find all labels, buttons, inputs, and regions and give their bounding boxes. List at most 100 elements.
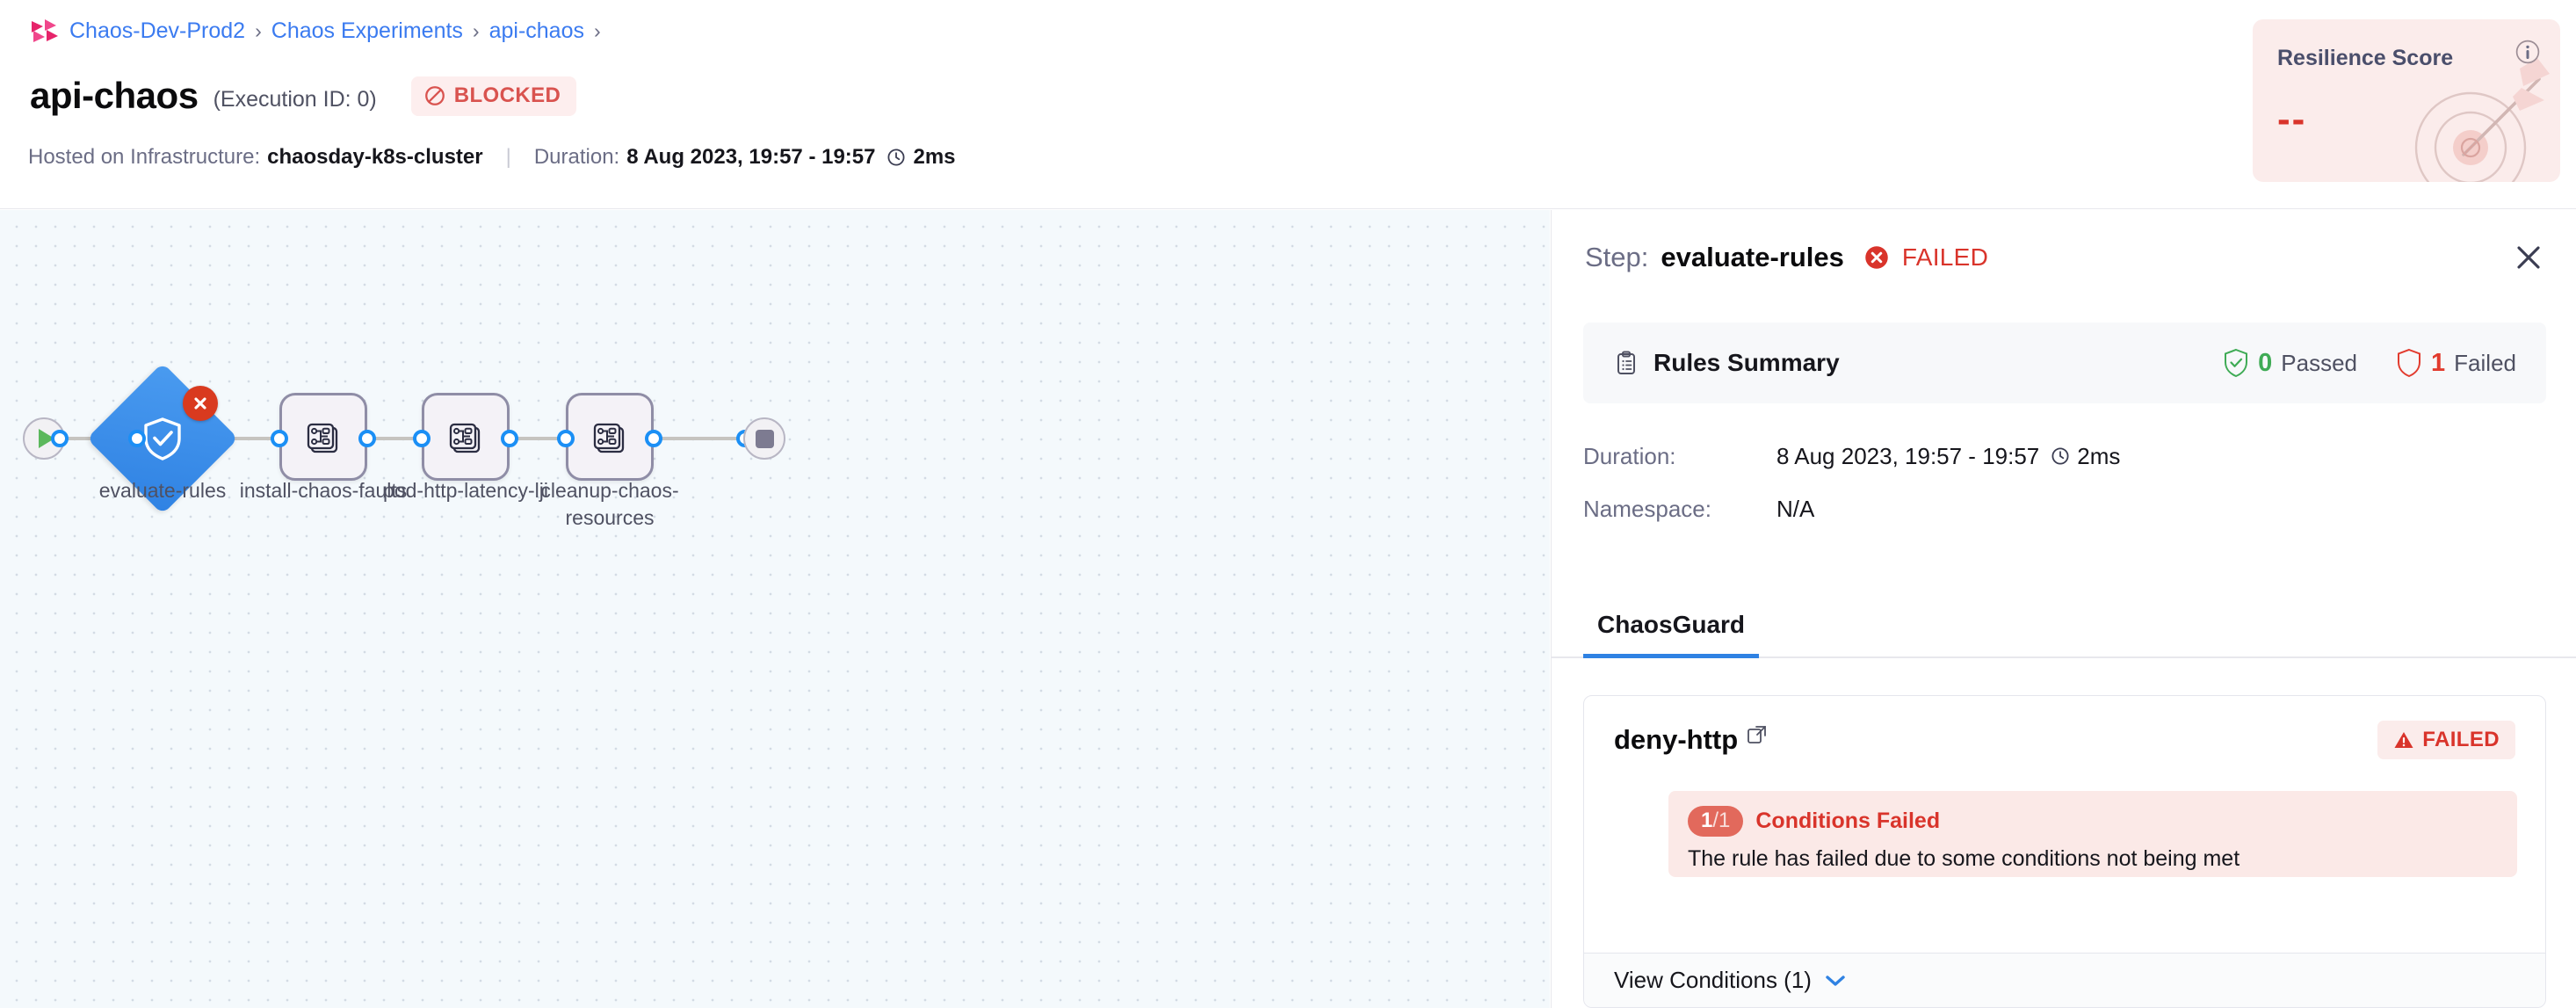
status-badge: BLOCKED (410, 76, 577, 116)
rules-failed-count: 1 (2431, 348, 2446, 377)
tab-chaosguard[interactable]: ChaosGuard (1583, 595, 1760, 658)
chevron-down-icon (1826, 975, 1845, 986)
node-install-chaos-faults-port-in[interactable] (271, 430, 288, 447)
breadcrumb-separator: › (472, 18, 480, 42)
rules-passed-count: 0 (2258, 348, 2273, 377)
step-details-panel: Step: evaluate-rules FAILED Rules Summar… (1551, 210, 2576, 1008)
node-install-chaos-faults[interactable] (279, 393, 367, 481)
external-link-icon[interactable] (1747, 725, 1767, 745)
rules-summary-card: Rules Summary 0 Passed 1 Failed (1583, 323, 2546, 403)
conditions-failed-description: The rule has failed due to some conditio… (1688, 846, 2240, 871)
detail-row-namespace: Namespace: N/A (1583, 482, 2120, 535)
shield-outline-icon (2398, 348, 2421, 378)
panel-title: Step: evaluate-rules FAILED (1585, 242, 1988, 273)
stop-icon (755, 429, 774, 448)
rules-failed-stat: 1 Failed (2396, 348, 2516, 378)
error-x-icon (194, 397, 206, 410)
detail-value-namespace: N/A (1776, 495, 1815, 522)
meta-row: Hosted on Infrastructure: chaosday-k8s-c… (28, 145, 956, 170)
breadcrumb-item-0[interactable]: Chaos-Dev-Prod2 (69, 18, 246, 43)
start-node-port-out[interactable] (51, 430, 69, 447)
close-icon[interactable] (2511, 240, 2546, 275)
node-label-install-chaos-faults: install-chaos-faults (239, 479, 408, 502)
detail-value-duration: 8 Aug 2023, 19:57 - 19:57 2ms (1776, 443, 2120, 470)
resilience-score-label: Resilience Score (2277, 46, 2454, 70)
detail-key-namespace: Namespace: (1583, 495, 1711, 522)
duration-range: 8 Aug 2023, 19:57 - 19:57 (626, 145, 876, 169)
view-conditions-label: View Conditions (1) (1614, 967, 1812, 993)
view-conditions-toggle[interactable]: View Conditions (1) (1584, 953, 2545, 1007)
node-pod-http-latency-lji-port-in[interactable] (413, 430, 431, 447)
conditions-failed-box: 1/1 Conditions Failed The rule has faile… (1668, 791, 2517, 877)
duration-label: Duration: (533, 145, 620, 169)
rule-card-deny-http: deny-http FAILED 1/1 Conditions Failed T… (1583, 695, 2546, 1008)
node-label-evaluate-rules: evaluate-rules (98, 479, 227, 502)
clipboard-icon (1617, 351, 1635, 374)
rules-summary-title: Rules Summary (1653, 349, 1840, 376)
node-evaluate-rules-port-in[interactable] (128, 430, 146, 447)
edge-pod-to-cleanup (504, 437, 585, 440)
node-label-cleanup-chaos-resources: cleanup-chaos-resources (540, 479, 679, 530)
play-icon (38, 429, 54, 448)
target-dart-icon (2414, 58, 2550, 182)
page-title: api-chaos (30, 75, 199, 116)
breadcrumb-separator-trailing: › (594, 18, 601, 42)
info-circle-icon[interactable] (2514, 39, 2541, 65)
chaos-fault-icon (307, 423, 338, 453)
detail-duration-value: 2ms (2077, 442, 2121, 469)
resilience-score-value: -- (2277, 98, 2307, 141)
rules-summary-stats: 0 Passed 1 Failed (2223, 348, 2516, 378)
rule-status-badge[interactable]: FAILED (2377, 721, 2515, 759)
duration-value: 2ms (913, 145, 956, 169)
chaos-fault-icon (449, 423, 481, 453)
detail-key-duration: Duration: (1583, 442, 1676, 469)
node-cleanup-chaos-resources[interactable] (566, 393, 654, 481)
node-pod-http-latency-lji[interactable] (422, 393, 510, 481)
breadcrumb-item-2[interactable]: api-chaos (488, 18, 584, 43)
error-x-icon (1865, 246, 1888, 269)
detail-duration-range: 8 Aug 2023, 19:57 - 19:57 (1776, 442, 2040, 469)
panel-title-prefix: Step: (1585, 242, 1649, 272)
node-pod-http-latency-lji-port-out[interactable] (501, 430, 518, 447)
clock-icon (887, 149, 905, 166)
breadcrumb-separator: › (255, 18, 262, 42)
meta-divider: | (505, 145, 511, 169)
rule-name: deny-http (1614, 724, 1739, 755)
chaos-fault-icon (593, 423, 625, 453)
conditions-failed-label: Conditions Failed (1755, 809, 1941, 833)
harness-logo-icon (32, 19, 58, 42)
edge-install-to-pod (362, 437, 441, 440)
status-badge-label: BLOCKED (453, 83, 561, 107)
step-details-list: Duration: 8 Aug 2023, 19:57 - 19:57 2ms … (1583, 430, 2120, 535)
resilience-score-card: Resilience Score -- (2253, 19, 2560, 182)
infra-value: chaosday-k8s-cluster (267, 145, 483, 169)
node-error-badge[interactable] (183, 386, 218, 421)
clock-icon (2051, 447, 2069, 465)
conditions-count-badge: 1/1 (1688, 806, 1744, 837)
rule-header: deny-http (1614, 724, 1767, 756)
page-header: Chaos-Dev-Prod2 › Chaos Experiments › ap… (0, 0, 2576, 209)
breadcrumb-item-1[interactable]: Chaos Experiments (271, 18, 463, 43)
title-row: api-chaos (Execution ID: 0) BLOCKED (30, 75, 577, 117)
rules-failed-label: Failed (2454, 349, 2516, 376)
rules-passed-stat: 0 Passed (2223, 348, 2357, 378)
rules-passed-label: Passed (2281, 349, 2358, 376)
node-install-chaos-faults-port-out[interactable] (358, 430, 376, 447)
conditions-count: 1 (1701, 809, 1713, 832)
panel-status-label: FAILED (1901, 243, 1989, 271)
rule-status-label: FAILED (2422, 728, 2500, 751)
breadcrumb: Chaos-Dev-Prod2 › Chaos Experiments › ap… (30, 18, 601, 44)
conditions-total: /1 (1712, 809, 1731, 832)
edge-cleanup-to-end (648, 437, 740, 440)
end-node[interactable] (743, 417, 785, 460)
pipeline-canvas[interactable]: evaluate-rules install-chaos-faults (0, 210, 1550, 1008)
conditions-failed-header: 1/1 Conditions Failed (1688, 806, 2498, 837)
node-cleanup-chaos-resources-port-in[interactable] (557, 430, 575, 447)
node-cleanup-chaos-resources-port-out[interactable] (645, 430, 662, 447)
infra-label: Hosted on Infrastructure: (28, 145, 261, 169)
blocked-circle-icon (424, 85, 445, 105)
execution-id: (Execution ID: 0) (213, 86, 377, 112)
panel-tabs: ChaosGuard (1552, 595, 2576, 658)
panel-title-step-name: evaluate-rules (1661, 242, 1844, 272)
tab-chaosguard-label: ChaosGuard (1597, 610, 1746, 638)
